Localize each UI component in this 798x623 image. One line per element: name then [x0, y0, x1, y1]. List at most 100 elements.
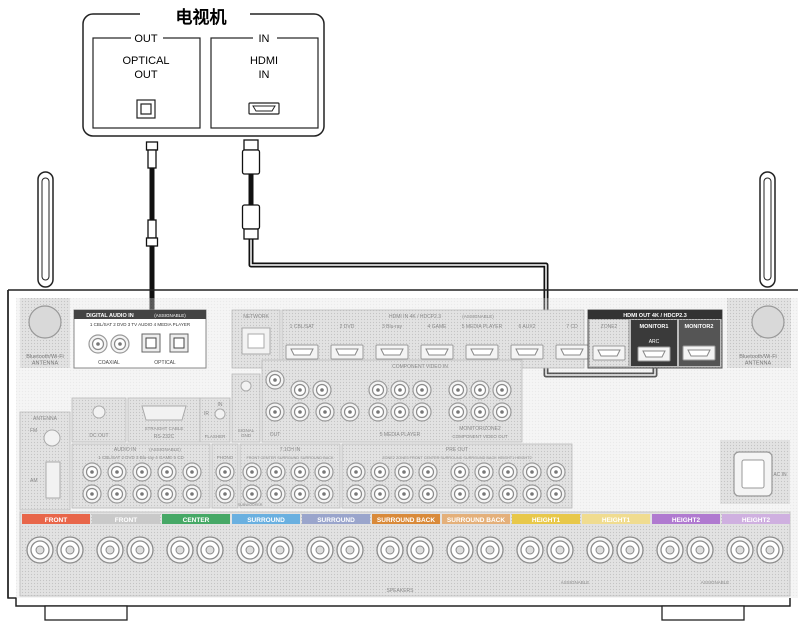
speaker-terminal: [337, 537, 363, 563]
component-jack: [493, 403, 511, 421]
dc-out-block: DC OUT: [72, 398, 126, 442]
pre-out-block: PRE OUT ZONE2 ZONE3 FRONT CENTER SURROUN…: [342, 444, 572, 508]
component-jack: [413, 403, 431, 421]
antenna-block: ANTENNA FM AM: [20, 412, 70, 510]
pre-out-jack: [475, 463, 493, 481]
component-video-out-label: COMPONENT VIDEO OUT: [452, 434, 507, 439]
speaker-terminal: [757, 537, 783, 563]
component-jack: [391, 381, 409, 399]
speaker-terminal: [477, 537, 503, 563]
pre-out-jack: [347, 485, 365, 503]
speaker-terminal: [197, 537, 223, 563]
hdmi-input-label: 1 CBL/SAT: [290, 324, 315, 330]
pre-out-jack: [523, 485, 541, 503]
hdmi-input-port: [466, 345, 498, 359]
monitor2-label: MONITOR2: [685, 324, 714, 330]
ch-in-label: 7.1CH IN: [280, 447, 301, 453]
speaker-terminal: [57, 537, 83, 563]
pre-out-jack: [499, 463, 517, 481]
speakers-label: SPEAKERS: [387, 588, 415, 594]
media-player-label: 5 MEDIA PLAYER: [380, 432, 421, 438]
am-label: AM: [30, 478, 38, 484]
monitor1-label: MONITOR1: [640, 324, 669, 330]
pre-out-jack: [419, 463, 437, 481]
right-antenna: [760, 172, 775, 287]
ch-in-items-label: FRONT CENTER SURROUND SURROUND BACK: [246, 456, 334, 460]
ch-in-jack: [267, 485, 285, 503]
component-jack: [341, 403, 359, 421]
speaker-terminals-block: FRONTFRONTCENTERSURROUNDSURROUNDSURROUND…: [20, 512, 790, 596]
component-jack: [266, 403, 284, 421]
audio-in-jack: [133, 485, 151, 503]
audio-in-jack: [108, 463, 126, 481]
audio-in-jack: [83, 485, 101, 503]
audio-in-jack: [183, 463, 201, 481]
tv-box: 电视机 OUT IN OPTICAL OUT HDMI IN: [83, 6, 324, 136]
pre-out-jack: [371, 463, 389, 481]
tv-hdmi-in-label-2: IN: [259, 69, 270, 81]
in-label: IN: [218, 402, 223, 408]
speaker-terminal: [167, 537, 193, 563]
audio-in-label: AUDIO IN: [114, 447, 137, 453]
hdmi-input-port: [421, 345, 453, 359]
pre-out-jack: [371, 485, 389, 503]
audio-in-jack: [108, 485, 126, 503]
tv-hdmi-in-label-1: HDMI: [250, 55, 278, 67]
pre-out-jack: [499, 485, 517, 503]
component-jack: [369, 403, 387, 421]
rs232c-label: RS-232C: [154, 434, 175, 440]
left-foot: [45, 606, 127, 620]
tv-optical-out-label-2: OUT: [134, 69, 158, 81]
monitor-zone2-label: MONITOR/ZONE2: [459, 426, 501, 432]
phono-label: PHONO: [217, 455, 234, 460]
speaker-terminal: [127, 537, 153, 563]
signal-gnd-block: SIGNALGND: [232, 374, 260, 442]
fm-label: FM: [30, 428, 37, 434]
coaxial-label: COAXIAL: [98, 360, 120, 366]
speaker-terminal: [407, 537, 433, 563]
component-video-block: COMPONENT VIDEO IN OUT 5 MEDIA PLAYER MO…: [262, 360, 522, 442]
optical-label: OPTICAL: [154, 360, 176, 366]
pre-out-label: PRE OUT: [446, 447, 468, 453]
audio-in-note: (ASSIGNABLE): [149, 447, 181, 452]
hdmi-in-block: HDMI IN 4K / HDCP2.3 (ASSIGNABLE) 1 CBL/…: [282, 310, 588, 368]
audio-in-jack: [183, 485, 201, 503]
ch-in-jack: [315, 485, 333, 503]
hdmi-out-block: HDMI OUT 4K / HDCP2.3 ZONE2 MONITOR1 ARC…: [588, 310, 722, 368]
speaker-group-label: HEIGHT1: [602, 517, 631, 524]
hdmi-input-label: 4 GAME: [428, 324, 448, 330]
network-block: NETWORK: [232, 310, 280, 368]
ch-in-jack: [291, 485, 309, 503]
component-jack: [369, 381, 387, 399]
hdmi-input-port: [376, 345, 408, 359]
pre-out-jack: [547, 485, 565, 503]
audio-in-jack: [158, 463, 176, 481]
pre-out-jack: [547, 463, 565, 481]
component-jack: [391, 403, 409, 421]
hdmi-input-port: [556, 345, 588, 359]
pre-out-jack: [347, 463, 365, 481]
ir-label: IR: [204, 411, 209, 417]
phono-block: PHONO: [212, 444, 238, 508]
speaker-terminal: [267, 537, 293, 563]
hdmi-in-label: HDMI IN 4K / HDCP2.3: [389, 314, 441, 320]
right-antenna-base: Bluetooth/Wi-FiANTENNA: [727, 298, 791, 368]
pre-out-jack: [523, 463, 541, 481]
arc-label: ARC: [649, 339, 660, 345]
speaker-terminal: [657, 537, 683, 563]
audio-in-jack: [83, 463, 101, 481]
out-label: OUT: [270, 432, 281, 438]
right-foot: [662, 606, 744, 620]
component-jack: [493, 381, 511, 399]
component-jack: [291, 403, 309, 421]
tv-title: 电视机: [176, 7, 227, 27]
speaker-terminal: [617, 537, 643, 563]
audio-inputs-label: 1 CBL/SAT 2 DVD 3 Blu-ray 4 GAME 5 CD: [98, 455, 184, 460]
hdmi-in-note: (ASSIGNABLE): [462, 314, 494, 319]
ch-in-block: 7.1CH IN FRONT CENTER SURROUND SURROUND …: [238, 444, 340, 508]
hdmi-input-port: [286, 345, 318, 359]
tv-in-label: IN: [259, 33, 270, 45]
ch-in-jack: [243, 463, 261, 481]
component-jack: [413, 381, 431, 399]
component-jack: [471, 403, 489, 421]
